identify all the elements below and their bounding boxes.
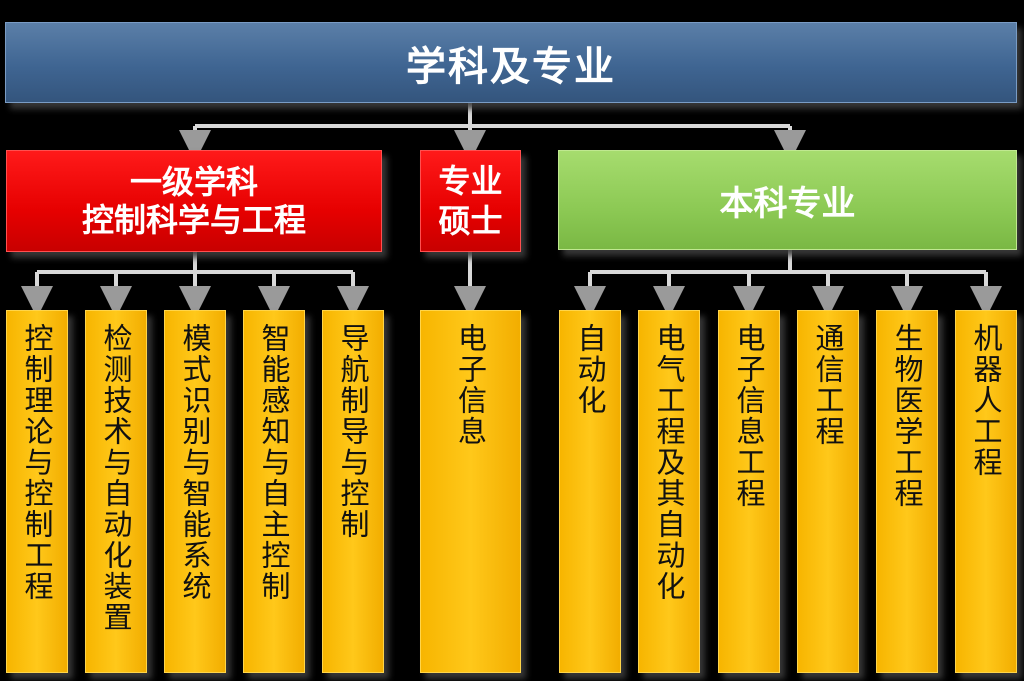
leaf-label: 电气工程及其自动化 (652, 323, 686, 602)
undergrad-node: 本科专业 (558, 150, 1017, 250)
discipline-line2: 控制科学与工程 (81, 201, 306, 239)
masters-node: 专业 硕士 (420, 150, 521, 252)
leaf-label: 通信工程 (811, 323, 845, 447)
connector-root-bus (195, 103, 472, 128)
leaf-label: 智能感知与自主控制 (257, 323, 291, 602)
leaf-control-theory: 控制理论与控制工程 (6, 310, 68, 673)
leaf-label: 生物医学工程 (890, 323, 924, 509)
leaf-label: 模式识别与智能系统 (178, 323, 212, 602)
leaf-label: 电子信息工程 (732, 323, 766, 509)
leaf-navigation-control: 导航制导与控制 (322, 310, 384, 673)
leaf-label: 电子信息 (453, 323, 488, 447)
root-label: 学科及专业 (406, 43, 616, 90)
leaf-biomedical-engineering: 生物医学工程 (876, 310, 938, 673)
leaf-electronic-info: 电子信息 (420, 310, 521, 673)
leaf-label: 导航制导与控制 (336, 323, 370, 540)
leaf-pattern-recognition: 模式识别与智能系统 (164, 310, 226, 673)
leaf-automation: 自动化 (559, 310, 621, 673)
leaf-label: 自动化 (573, 323, 607, 416)
leaf-detection-tech: 检测技术与自动化装置 (85, 310, 147, 673)
leaf-communication-engineering: 通信工程 (797, 310, 859, 673)
leaf-label: 机器人工程 (969, 323, 1003, 478)
masters-label: 专业 硕士 (438, 162, 503, 240)
leaf-electrical-engineering: 电气工程及其自动化 (638, 310, 700, 673)
leaf-robotics-engineering: 机器人工程 (955, 310, 1017, 673)
discipline-node: 一级学科 控制科学与工程 (6, 150, 382, 252)
leaf-electronic-info-engineering: 电子信息工程 (718, 310, 780, 673)
discipline-line1: 一级学科 (129, 163, 258, 201)
leaf-label: 检测技术与自动化装置 (99, 323, 133, 633)
undergrad-label: 本科专业 (719, 183, 856, 224)
leaf-intelligent-sensing: 智能感知与自主控制 (243, 310, 305, 673)
leaf-label: 控制理论与控制工程 (20, 323, 54, 602)
root-node: 学科及专业 (5, 22, 1017, 103)
